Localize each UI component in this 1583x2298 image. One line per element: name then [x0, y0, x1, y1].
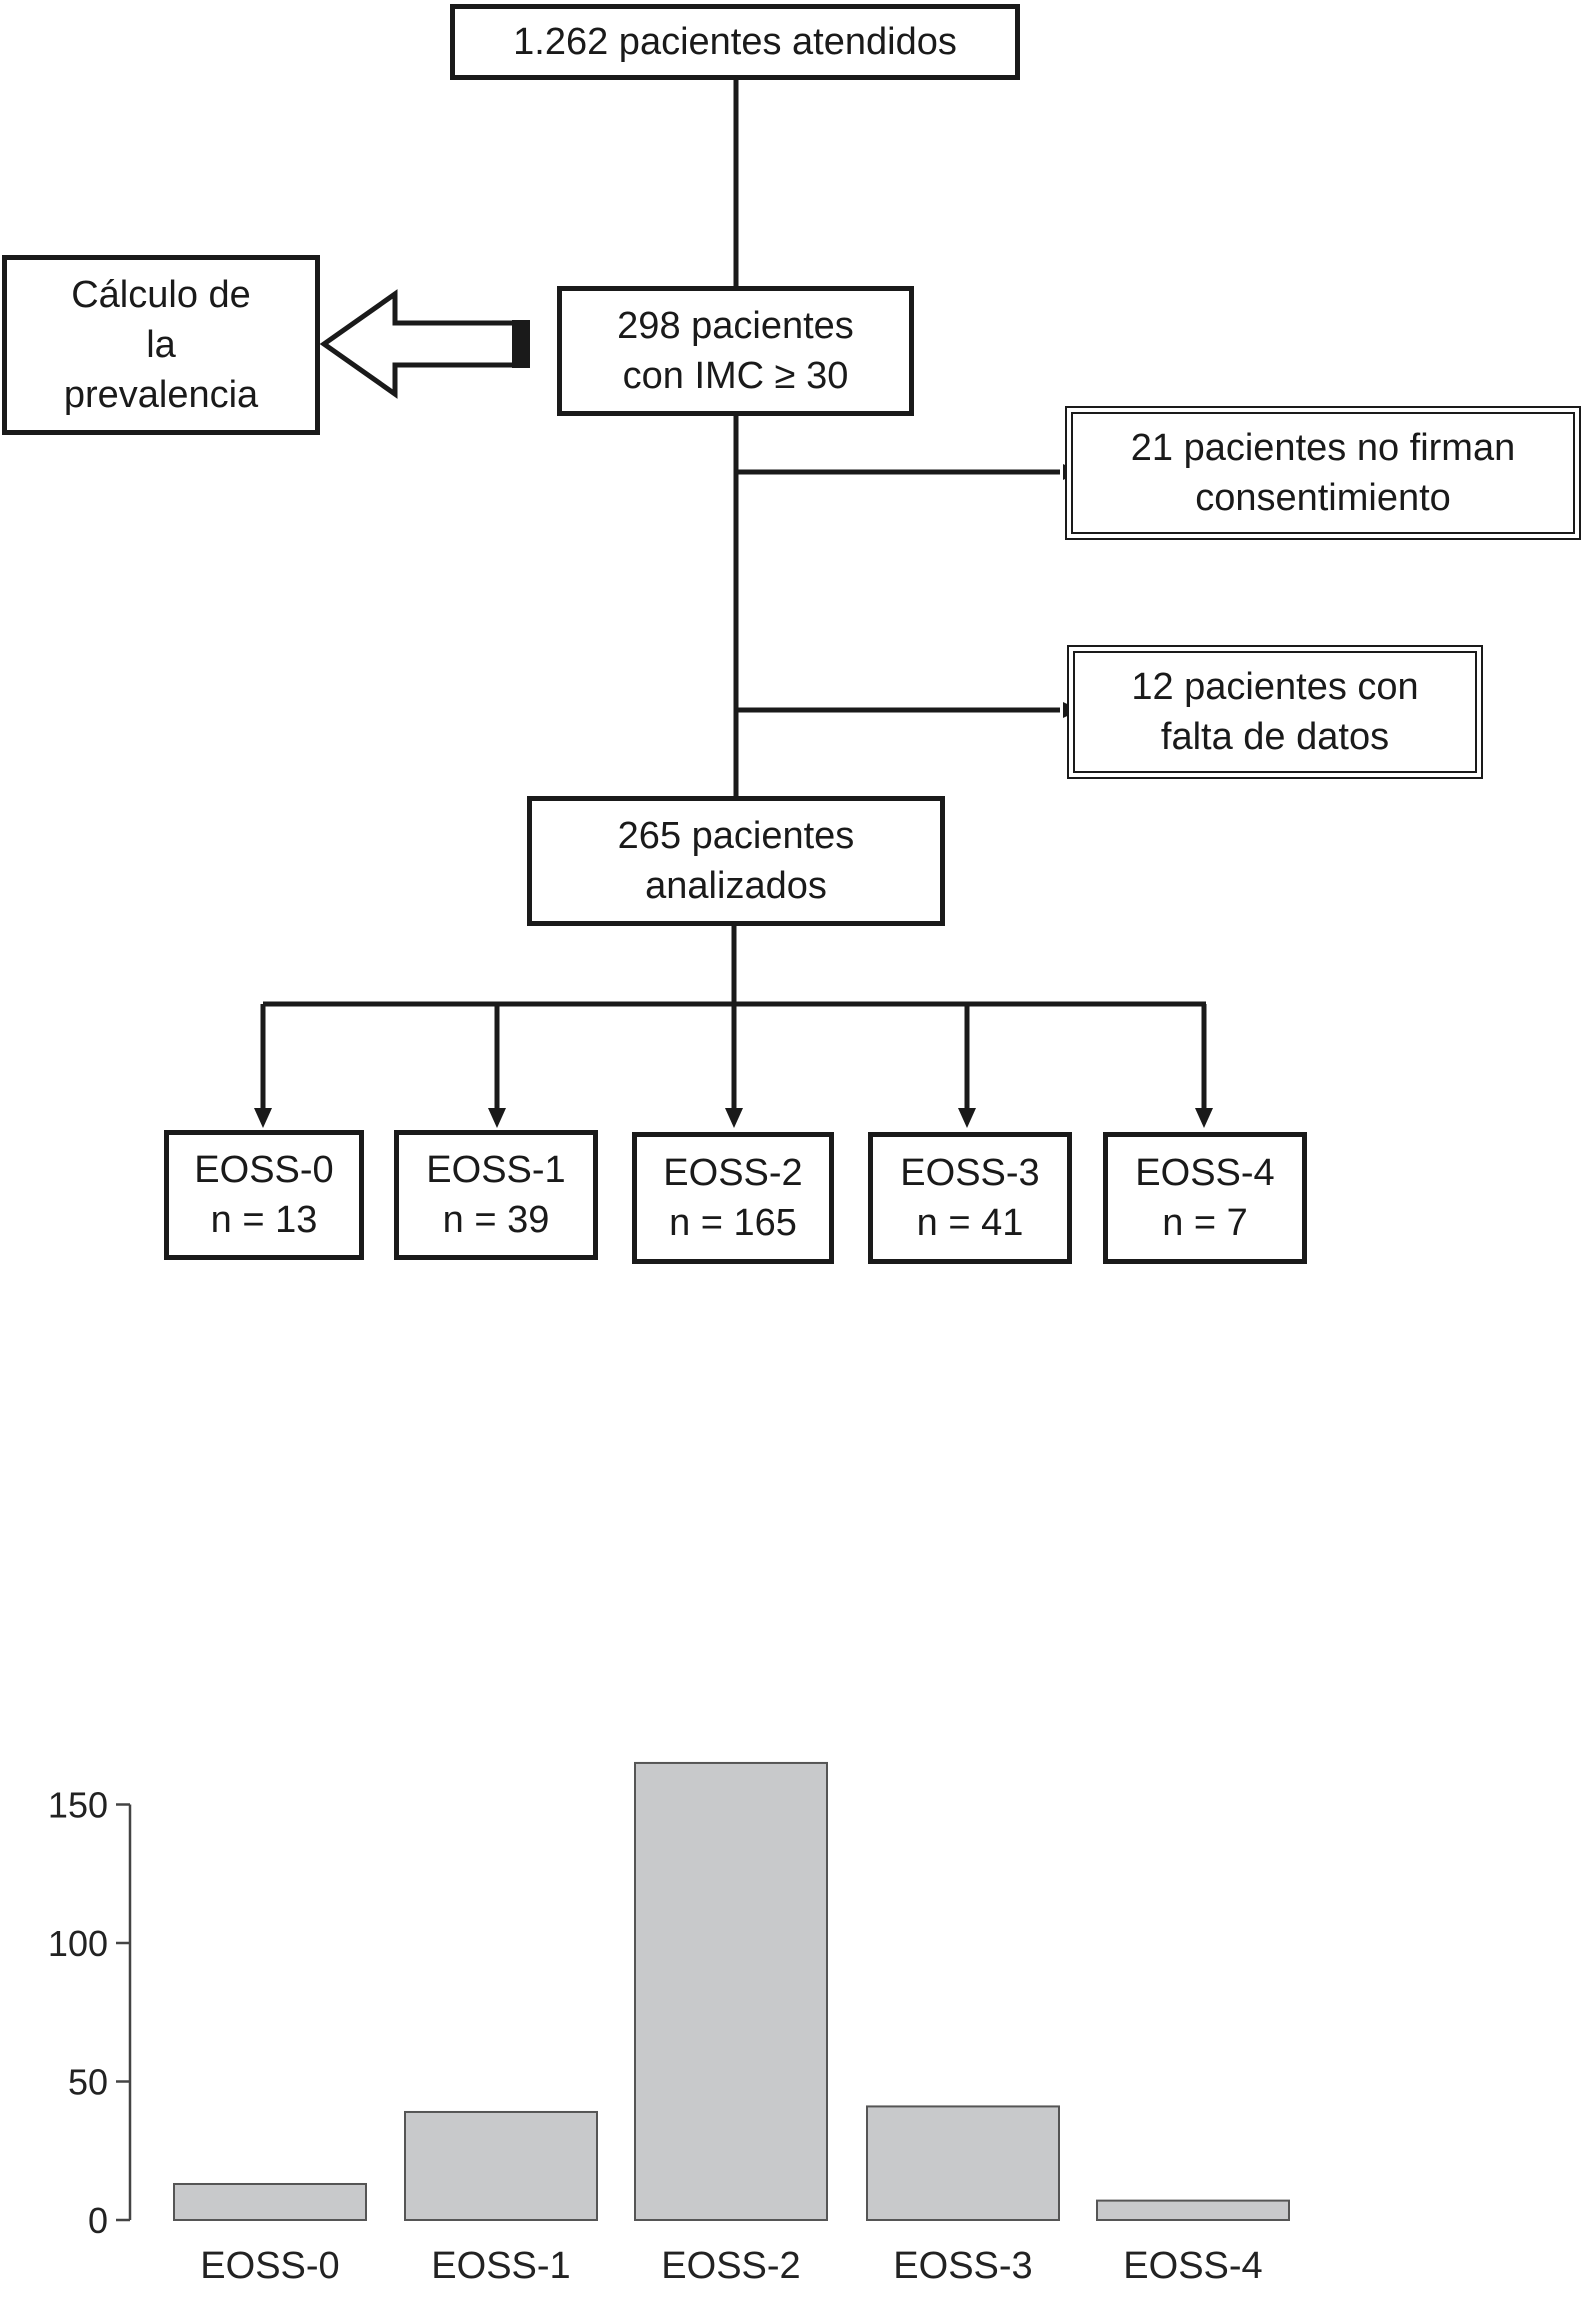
- bar-eoss-3: [866, 2105, 1060, 2221]
- bar-chart-svg: 0 50 100 150 EOSS-0 EOSS-1 EOSS-2 EOSS-3 EOSS-4: [48, 1761, 1290, 2287]
- stage-label: EOSS-3: [900, 1152, 1040, 1194]
- stage-box-eoss-3: EOSS-3 n = 41: [868, 1132, 1072, 1264]
- y-tick-label: 50: [68, 2062, 108, 2103]
- prevalence-line-1: Cálculo de: [71, 274, 251, 316]
- stage-count: n = 165: [669, 1202, 797, 1244]
- consent-line-2: consentimiento: [1195, 477, 1451, 519]
- chart-axes: 0 50 100 150: [48, 1785, 132, 2241]
- chart-bars: [173, 1761, 1290, 2221]
- excluded-consent-box: 21 pacientes no firman consentimiento: [1065, 406, 1581, 540]
- stage-box-eoss-2: EOSS-2 n = 165: [632, 1132, 834, 1264]
- stage-count: n = 39: [442, 1199, 550, 1241]
- bar-chart: 0 50 100 150 EOSS-0 EOSS-1 EOSS-2 EOSS-3 EOSS-4: [0, 1270, 1583, 2293]
- prevalence-line-2: la: [146, 324, 176, 366]
- consent-line-1: 21 pacientes no firman: [1130, 427, 1516, 469]
- missing-data-line-1: 12 pacientes con: [1131, 666, 1419, 708]
- stage-count: n = 13: [210, 1199, 318, 1241]
- stage-label: EOSS-4: [1135, 1152, 1275, 1194]
- prevalence-box: Cálculo de la prevalencia: [2, 255, 320, 435]
- analyzed-box: 265 pacientes analizados: [527, 796, 945, 926]
- top-box-text: 1.262 pacientes atendidos: [513, 21, 957, 63]
- stage-drop-arrowhead: [725, 1108, 743, 1128]
- stage-count: n = 41: [916, 1202, 1024, 1244]
- flow-connectors: [254, 78, 1213, 1128]
- stage-drop-arrows: [254, 1004, 1213, 1128]
- x-tick-label: EOSS-2: [661, 2245, 800, 2287]
- stage-drop-arrowhead: [958, 1108, 976, 1128]
- imc-box: 298 pacientes con IMC ≥ 30: [557, 286, 914, 416]
- flow-diagram: 1.262 pacientes atendidos Cálculo de la …: [2, 4, 1581, 1264]
- prevalence-arrow-tail: [512, 320, 530, 368]
- imc-line-2: con IMC ≥ 30: [622, 355, 849, 397]
- imc-line-1: 298 pacientes: [617, 305, 854, 347]
- stage-label: EOSS-0: [194, 1149, 334, 1191]
- stage-label: EOSS-1: [426, 1149, 566, 1191]
- prevalence-hollow-arrow-shape: [319, 289, 521, 399]
- top-box: 1.262 pacientes atendidos: [450, 4, 1020, 80]
- stage-drop-arrowhead: [488, 1108, 506, 1128]
- stage-label: EOSS-2: [663, 1152, 803, 1194]
- analyzed-line-1: 265 pacientes: [617, 815, 855, 857]
- excluded-data-box: 12 pacientes con falta de datos: [1067, 645, 1483, 779]
- missing-data-line-2: falta de datos: [1160, 716, 1390, 758]
- y-tick-label: 150: [48, 1785, 108, 1826]
- x-tick-label: EOSS-4: [1123, 2245, 1262, 2287]
- y-tick-label: 0: [88, 2200, 108, 2241]
- bar-eoss-1: [404, 2110, 598, 2221]
- stage-drop-arrowhead: [254, 1108, 272, 1128]
- stage-box-eoss-4: EOSS-4 n = 7: [1103, 1132, 1307, 1264]
- x-tick-label: EOSS-0: [200, 2245, 339, 2287]
- x-tick-label: EOSS-1: [431, 2245, 570, 2287]
- bar-eoss-4: [1096, 2199, 1290, 2221]
- analyzed-line-2: analizados: [645, 865, 827, 907]
- stage-box-eoss-0: EOSS-0 n = 13: [164, 1130, 364, 1260]
- stage-box-eoss-1: EOSS-1 n = 39: [394, 1130, 598, 1260]
- bar-eoss-0: [173, 2182, 367, 2221]
- stage-count: n = 7: [1162, 1202, 1248, 1244]
- chart-labels: EOSS-0 EOSS-1 EOSS-2 EOSS-3 EOSS-4: [200, 2245, 1262, 2287]
- y-tick-label: 100: [48, 1923, 108, 1964]
- x-tick-label: EOSS-3: [893, 2245, 1032, 2287]
- stage-drop-arrowhead: [1195, 1108, 1213, 1128]
- bar-eoss-2: [634, 1761, 828, 2221]
- prevalence-line-3: prevalencia: [63, 374, 259, 416]
